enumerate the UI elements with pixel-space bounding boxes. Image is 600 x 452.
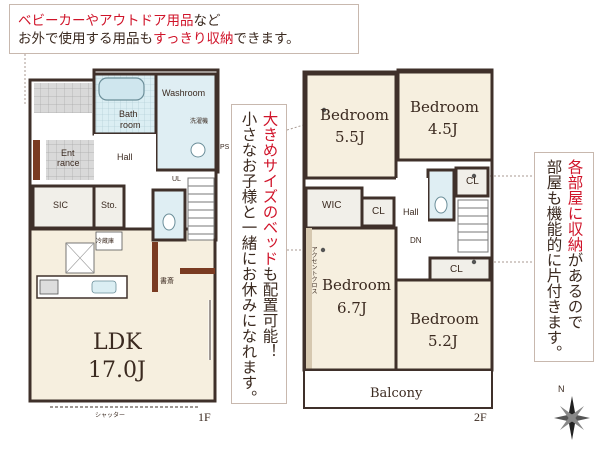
bedroom-6-7-size: 6.7J (337, 299, 367, 317)
cl2-label: CL (466, 176, 479, 187)
washer-label: 洗濯機 (190, 118, 209, 125)
bedroom-4-5-size: 4.5J (428, 120, 458, 138)
bed-callout-col2: 小さなお子様と一緒にお休みになれます。 (239, 111, 258, 406)
callout-highlight-outdoor-goods: ベビーカーやアウトドア用品 (18, 13, 194, 29)
bedroom-5-5-size: 5.5J (335, 128, 365, 146)
entrance-label-line2: rance (57, 158, 80, 168)
pantry-label: 冷蔵庫 (96, 238, 115, 245)
shelf-label: 書斎 (160, 277, 174, 285)
ldk-label: LDK (93, 330, 142, 355)
hall-1f-label: Hall (117, 152, 133, 162)
storage-callout-line2: お外で使用する用品もすっきり収納できます。 (18, 30, 350, 48)
floor-2f-label: 2F (474, 410, 487, 424)
balcony-label: Balcony (370, 386, 423, 401)
bedroom-4-5-name: Bedroom (410, 98, 479, 116)
bathroom-label-line1: Bath (119, 109, 138, 119)
washroom-label: Washroom (162, 88, 206, 98)
bed-callout: 大きめサイズのベッドも配置可能！ 小さなお子様と一緒にお休みになれます。 (231, 104, 287, 406)
storage-callout-line1: ベビーカーやアウトドア用品など (18, 12, 350, 30)
bathroom-label-line2: room (120, 120, 141, 130)
callout-highlight-large-bed: 大きめサイズのベッド (260, 111, 279, 266)
sic-label: SIC (53, 200, 69, 210)
callout-highlight-neat-storage: すっきり収納 (153, 31, 234, 47)
floor-1f-label: 1F (198, 410, 211, 424)
closet-callout-col1: 各部屋に収納があるので (566, 159, 584, 361)
bedroom-6-7-name: Bedroom (322, 276, 391, 294)
storage-label: Sto. (101, 200, 118, 210)
callout-text-placeable: も配置可能！ (260, 266, 279, 359)
compass-rose (554, 396, 590, 440)
callout-text-possible: できます。 (233, 31, 300, 47)
ul-label: UL (172, 176, 181, 183)
callout-text-etc: など (193, 13, 221, 29)
shutter-label: シャッター (95, 412, 126, 419)
callout-highlight-closet-each-room: 各部屋に収納 (565, 159, 584, 252)
cl1-label: CL (372, 206, 385, 217)
ps-label: PS (220, 144, 230, 151)
second-floor-plan (302, 68, 494, 409)
bedroom-5-5-name: Bedroom (320, 106, 389, 124)
ldk-size: 17.0J (88, 358, 146, 383)
wic-label: WIC (322, 200, 342, 211)
closet-callout: 各部屋に収納があるので 部屋も機能的に片付きます。 (534, 152, 594, 362)
callout-text-because: があるので (565, 252, 584, 330)
compass-north-label: N (558, 384, 565, 394)
entrance-label-line1: Ent (61, 148, 75, 158)
bed-callout-col1: 大きめサイズのベッドも配置可能！ (261, 111, 279, 403)
bedroom-5-2-size: 5.2J (428, 332, 458, 350)
first-floor-plan (28, 68, 220, 408)
down-label: DN (410, 236, 422, 245)
accent-cross-label: アクセントクロス (310, 246, 317, 294)
storage-callout: ベビーカーやアウトドア用品など お外で使用する用品もすっきり収納できます。 (9, 4, 359, 54)
bedroom-5-2-name: Bedroom (410, 310, 479, 328)
cl3-label: CL (450, 264, 463, 275)
closet-callout-col2: 部屋も機能的に片付きます。 (544, 159, 563, 361)
hall-2f-label: Hall (403, 207, 419, 217)
callout-text-outdoor-use: お外で使用する用品も (18, 31, 153, 47)
